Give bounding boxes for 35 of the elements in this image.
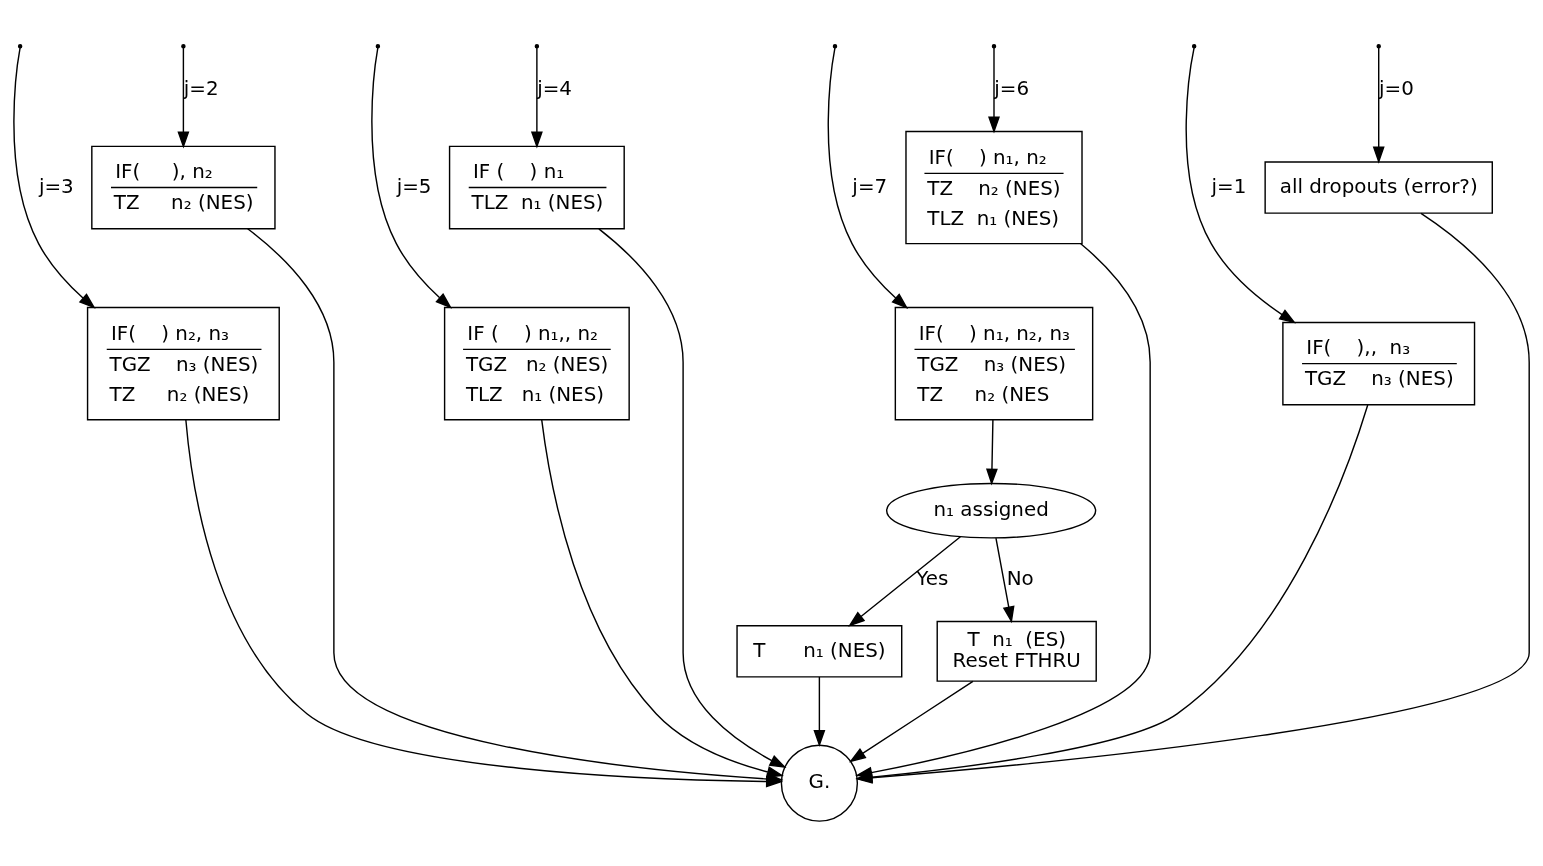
node-box: IF ( ) n₁ TLZ n₁ (NES): [448, 145, 625, 230]
arrow: [986, 419, 998, 486]
arrow: [848, 536, 962, 627]
arrow: [530, 47, 543, 149]
node-circle: G.: [780, 744, 859, 822]
edge-label: j=0: [1379, 76, 1414, 100]
node-ellipse: n₁ assigned: [886, 482, 1097, 539]
node-box: all dropouts (error?): [1264, 161, 1493, 214]
arrow: [371, 47, 453, 309]
arrow: [849, 680, 974, 763]
arrow: [827, 47, 909, 309]
node-box: IF( ) n₁, n₂, n₃ TGZ n₃ (NES) TZ n₂ (NES: [894, 306, 1094, 421]
edge-label: No: [1006, 566, 1034, 590]
node-box: IF( ) n₁, n₂ TZ n₂ (NES) TLZ n₁ (NES): [905, 130, 1083, 245]
arrow: [541, 419, 784, 778]
node-box: T n₁ (ES) Reset FTHRU: [936, 620, 1097, 682]
arrow: [813, 676, 826, 748]
node-box: IF( ) n₂, n₃ TGZ n₃ (NES) TZ n₂ (NES): [86, 306, 280, 421]
arrow: [1185, 47, 1297, 324]
arrow: [598, 228, 787, 769]
arrow: [1372, 47, 1385, 164]
arrow: [988, 47, 1000, 134]
edge-label: j=3: [38, 174, 74, 198]
arrow: [13, 47, 96, 309]
edge-label: j=2: [183, 76, 219, 100]
edge-label: Yes: [916, 566, 949, 590]
node-box: IF( ),, n₃ TGZ n₃ (NES): [1282, 321, 1476, 406]
node-box: IF( ), n₂ TZ n₂ (NES): [91, 145, 276, 230]
arrow: [177, 47, 190, 149]
node-box: IF ( ) n₁,, n₂ TGZ n₂ (NES) TLZ n₁ (NES): [443, 306, 630, 421]
arrow: [995, 537, 1015, 624]
edge-label: j=5: [396, 174, 432, 198]
node-box: T n₁ (NES): [736, 625, 903, 678]
edge-label: j=1: [1211, 174, 1247, 198]
edge-label: j=7: [852, 174, 888, 198]
